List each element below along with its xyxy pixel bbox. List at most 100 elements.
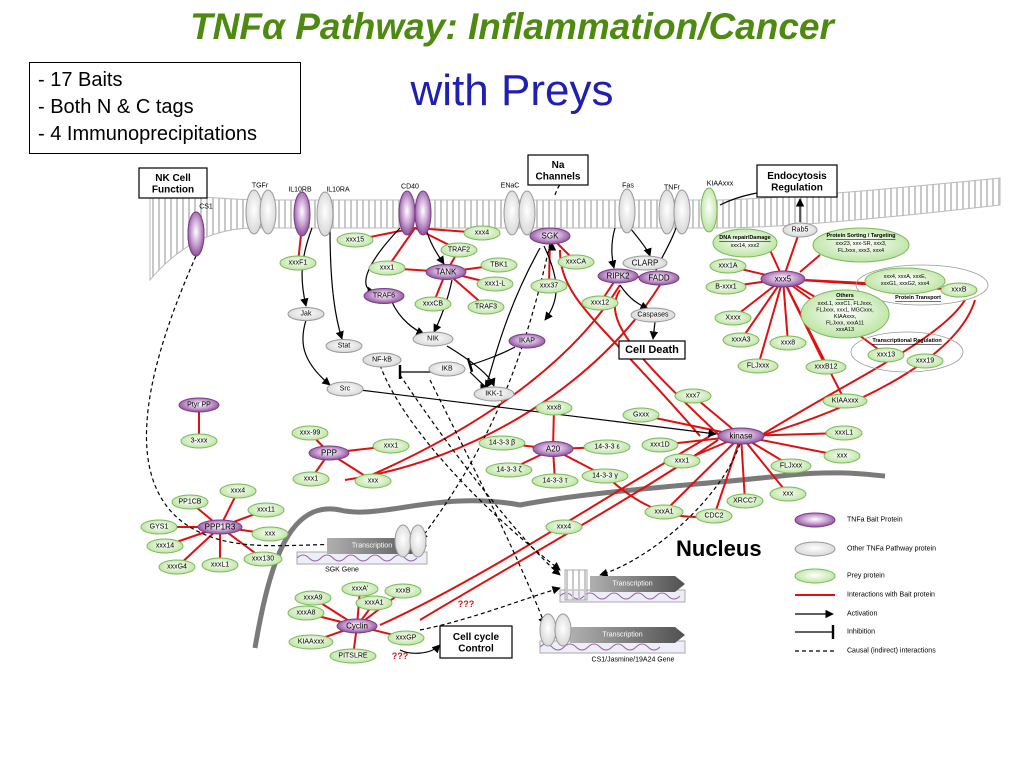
others-line: FLJxxx, xxx1, MGCxxx, <box>816 308 874 314</box>
xxx37-node <box>530 278 568 294</box>
xxx4p-node <box>219 483 257 499</box>
g1433-label: 14-3-3 γ <box>592 473 618 480</box>
protein-transport-outline <box>855 264 989 306</box>
caspases-node <box>630 307 676 323</box>
xxxp-node <box>354 473 392 489</box>
kinase-node <box>717 427 765 445</box>
xxx1cd40-label: xxx1 <box>380 265 395 272</box>
cdc2-node <box>695 508 733 524</box>
xxx8b-label: xxx8 <box>547 405 562 412</box>
xxxf1-label: xxxF1 <box>289 260 308 267</box>
jak-node <box>287 307 325 321</box>
cyclin-node <box>336 618 378 634</box>
interaction-line <box>713 435 742 517</box>
page-title: TNFα Pathway: Inflammation/Cancer <box>190 6 834 47</box>
xxx1p2-node <box>292 471 330 487</box>
xxxcb-node <box>414 296 452 312</box>
interaction-line <box>769 249 781 273</box>
caspases-label: Caspases <box>637 312 669 319</box>
others-group <box>800 289 890 339</box>
causal-arrow <box>554 169 579 196</box>
ikap-label: IKAP <box>519 338 535 345</box>
xxx8-label: xxx8 <box>781 340 796 347</box>
protein-transport-group <box>864 267 946 295</box>
xxx1a-node <box>709 258 747 274</box>
il10ra-receptor-label: IL10RA <box>326 187 350 194</box>
inhibition-arrow <box>466 346 516 373</box>
ripk2-label: RIPK2 <box>606 272 630 281</box>
fadd-node <box>638 270 680 286</box>
xxx1k-node <box>663 453 701 469</box>
causal-arrow <box>145 255 381 549</box>
promoter-complex <box>564 569 588 601</box>
enac1-receptor-label: ENaC <box>501 183 520 190</box>
clarp-label: CLARP <box>632 259 659 268</box>
xxxa9-node <box>294 590 332 606</box>
pp1cb-label: PP1CB <box>179 499 202 506</box>
xxxf1-node <box>279 255 317 271</box>
xxxa8-label: xxxA8 <box>296 610 315 617</box>
ptyrpp-label: Ptyr PP <box>187 402 211 409</box>
tnfr1-receptor-label: TNFr <box>664 185 681 192</box>
tgfr1-receptor-label: TGFr <box>252 183 269 190</box>
gene-2-arrow <box>590 576 685 592</box>
causal-arrow <box>599 443 741 577</box>
causal-arrow <box>379 364 561 571</box>
activation-arrow <box>359 389 717 438</box>
tank-node <box>425 264 467 280</box>
xxx13-node <box>867 347 905 363</box>
xxx1l-node <box>476 276 514 292</box>
legend-bait-swatch <box>794 512 836 528</box>
traf3-label: TRAF3 <box>475 304 497 311</box>
t1433-label: 14-3-3 τ <box>543 478 568 485</box>
xxxl1p-node <box>201 557 239 573</box>
others-title: Others <box>836 293 854 299</box>
ikk1-label: IKK-1 <box>485 391 503 398</box>
xxxk2-label: xxx <box>783 491 794 498</box>
causal-arrow <box>429 379 547 626</box>
xxxb-label: xxxB <box>951 287 967 294</box>
legend-prey-swatch <box>794 568 836 584</box>
xxx14-node <box>146 538 184 554</box>
legend-inhibition-label: Inhibition <box>847 629 875 636</box>
x3xxx-label: 3-xxx <box>191 438 208 445</box>
xxx7-label: xxx7 <box>686 393 701 400</box>
cd40a-receptor-label: CD40 <box>401 184 419 191</box>
xxxk-node <box>823 448 861 464</box>
sgk-gene-transcription-label: Transcription <box>352 543 392 550</box>
pp1cb-node <box>171 494 209 510</box>
others-line: FLJxxx, xxxA11 <box>826 321 864 327</box>
xxx1l-label: xxx1-L <box>485 281 506 288</box>
unknown-interaction-label: ??? <box>392 651 409 661</box>
xxx99-label: xxx-99 <box>300 430 321 437</box>
xxx4n-label: xxx4 <box>557 524 572 531</box>
xxx12-label: xxx12 <box>591 300 609 307</box>
transcriptional-regulation-outline <box>850 331 964 373</box>
traf2-node <box>440 242 478 258</box>
activation-arrow <box>629 227 652 257</box>
xxxk-label: xxx <box>837 453 848 460</box>
cell-death-box <box>618 340 686 360</box>
ikk1-node <box>473 386 515 402</box>
xxxgp-label: xxxGP <box>396 635 417 642</box>
cd40b-receptor <box>414 190 432 236</box>
ppp1r3-node <box>197 519 243 535</box>
protein-sorting-line: FLJxxx, xxx3, xxx4 <box>838 248 884 254</box>
fadd-label: FADD <box>648 274 670 283</box>
tnfr2-receptor <box>673 189 691 235</box>
causal-arrow <box>419 243 551 541</box>
page-subtitle: with Preys <box>410 66 614 115</box>
xxxap-label: xxxA' <box>352 586 369 593</box>
protein-transport-line: xxxG1, xxxG2, xxx4 <box>881 281 930 287</box>
xxxpp-node <box>251 526 289 542</box>
ppp-label: PPP <box>321 449 337 458</box>
bxxx1-label: B-xxx1 <box>715 284 737 291</box>
gxxx-label: Gxxx <box>633 412 649 419</box>
tgfr2-receptor <box>259 189 277 235</box>
protein-sorting-line: xxx23, xxx-SR, xxx3, <box>835 241 887 247</box>
kiaaxxx-receptor-label: KIAAxxx <box>707 181 734 188</box>
